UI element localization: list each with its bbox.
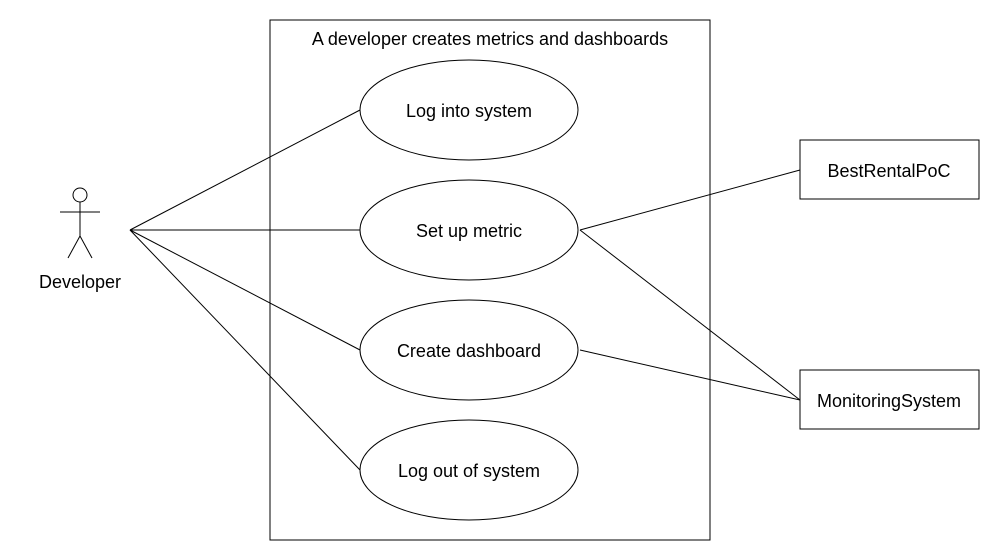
association-setup-monitoringsystem [579, 229, 801, 401]
association-developer-create-dashboard [129, 229, 361, 351]
use-case-set-up-metric: Set up metric [359, 179, 579, 281]
association-developer-logout [129, 229, 361, 471]
external-system-label-bestrentalpoc: BestRentalPoC [827, 161, 950, 181]
external-system-label-monitoringsystem: MonitoringSystem [817, 391, 961, 411]
developer-left-leg [67, 235, 81, 259]
use-case-label-log-into-system: Log into system [406, 101, 532, 121]
external-system-bestrentalpoc: BestRentalPoC [799, 139, 980, 200]
use-case-log-into-system: Log into system [359, 59, 579, 161]
system-title: A developer creates metrics and dashboar… [312, 29, 668, 49]
developer-head-icon [72, 187, 88, 203]
developer-right-leg [79, 235, 93, 259]
external-system-monitoringsystem: MonitoringSystem [799, 369, 980, 430]
developer-label: Developer [39, 272, 121, 292]
use-case-log-out-of-system: Log out of system [359, 419, 579, 521]
association-developer-login [129, 109, 361, 231]
association-setup-bestrentalpoc [579, 169, 801, 231]
use-case-create-dashboard: Create dashboard [359, 299, 579, 401]
developer-actor: Developer [39, 187, 121, 292]
use-case-label-create-dashboard: Create dashboard [397, 341, 541, 361]
use-case-label-log-out-of-system: Log out of system [398, 461, 540, 481]
use-case-label-set-up-metric: Set up metric [416, 221, 522, 241]
association-dashboard-monitoringsystem [579, 349, 801, 401]
